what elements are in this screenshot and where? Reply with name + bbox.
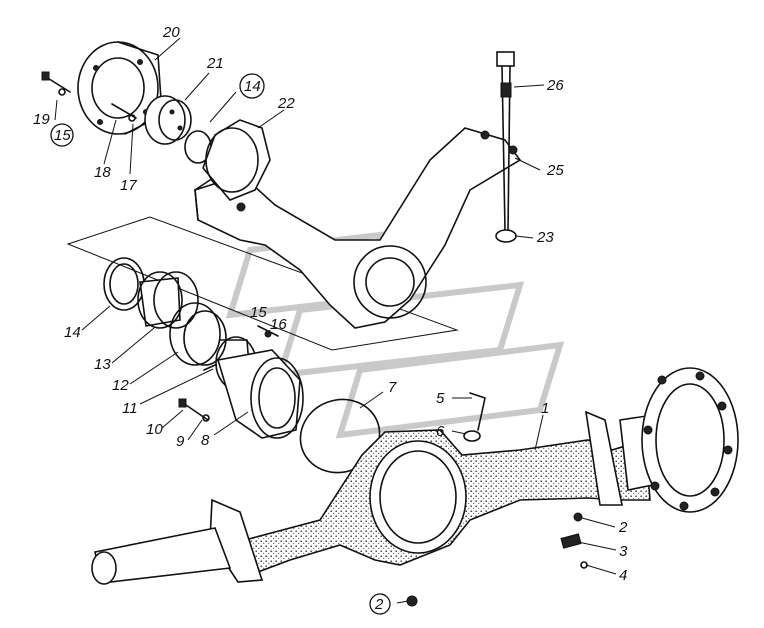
callout-2-circle [369, 593, 391, 615]
part-20-flange [77, 41, 163, 135]
drain-plug-parts [406, 512, 588, 607]
callout-15-circled: 15 [54, 127, 71, 144]
callout-14-circle [239, 73, 265, 99]
part-22-plate [202, 119, 271, 201]
callout-26: 26 [546, 77, 564, 94]
leader-lines [54, 37, 617, 604]
callout-14-circled: 14 [244, 78, 261, 95]
part-1-axle-housing [91, 367, 739, 585]
callout-22: 22 [277, 95, 295, 112]
part-22-bracket [194, 127, 522, 329]
callout-labels: 1 2 2 3 4 5 6 7 8 9 10 11 12 13 14 14 15… [33, 24, 628, 615]
callout-17: 17 [120, 177, 137, 194]
callout-2: 2 [618, 519, 628, 536]
callout-14: 14 [64, 324, 81, 341]
part-21-hub [144, 95, 192, 145]
callout-3: 3 [619, 543, 628, 560]
part-8-housing [216, 349, 304, 439]
part-26-bolt [496, 51, 515, 231]
callout-8: 8 [201, 432, 210, 449]
callout-7: 7 [388, 379, 397, 396]
callout-10: 10 [146, 421, 163, 438]
callout-15: 15 [250, 304, 267, 321]
callout-19: 19 [33, 111, 50, 128]
callout-18: 18 [94, 164, 111, 181]
callout-9: 9 [176, 433, 185, 450]
part-5-breather [469, 392, 486, 431]
callout-1: 1 [541, 400, 549, 417]
part-6-washer [463, 430, 481, 442]
callout-23: 23 [536, 229, 554, 246]
callout-20: 20 [162, 24, 180, 41]
part-23-nut [495, 229, 517, 243]
bolts-17-19 [41, 71, 137, 122]
callout-4: 4 [619, 567, 627, 584]
callout-15-circle [50, 123, 74, 147]
callout-25: 25 [546, 162, 564, 179]
callout-21: 21 [206, 55, 224, 72]
callout-5: 5 [436, 390, 445, 407]
callout-6: 6 [436, 423, 445, 440]
reference-plane-outline [66, 216, 459, 351]
callout-16: 16 [270, 316, 287, 333]
callout-12: 12 [112, 377, 129, 394]
callout-13: 13 [94, 356, 111, 373]
hub-bolt-ring [643, 371, 733, 511]
callout-11: 11 [122, 400, 138, 417]
callout-2-circled: 2 [374, 596, 384, 613]
